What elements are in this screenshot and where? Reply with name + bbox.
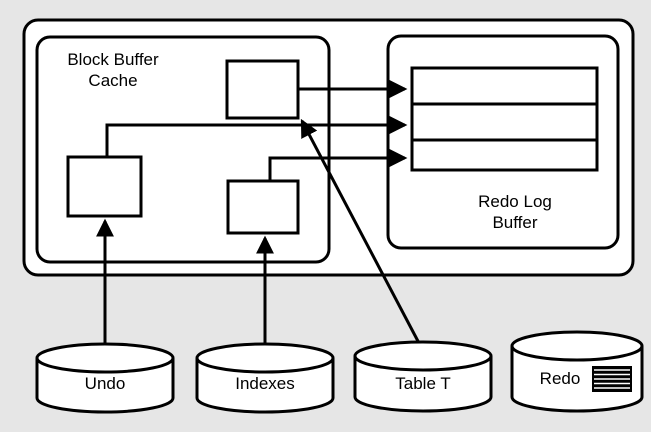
- log-file-icon: [592, 366, 632, 392]
- redo-log-buffer-entries: [410, 66, 599, 172]
- block-buffer-cache-label-line1: Block Buffer: [67, 50, 159, 69]
- redo-log-entry: [410, 66, 599, 172]
- index-block-to-redo-arrow: [268, 149, 408, 181]
- redo-cylinder: [510, 330, 644, 413]
- indexes-cylinder: [195, 342, 335, 414]
- block-buffer-cache-label: Block Buffer Cache: [58, 49, 168, 91]
- table-block: [225, 59, 300, 120]
- redo-log-buffer-label-line1: Redo Log: [478, 192, 552, 211]
- table-datafile-label: Table T: [395, 374, 451, 393]
- indexes-datafile-label: Indexes: [235, 374, 295, 393]
- table-cylinder: [353, 340, 493, 413]
- redo-log-buffer-label-line2: Buffer: [492, 213, 538, 232]
- undo-block: [66, 155, 143, 218]
- table-to-cache-arrow: [300, 118, 422, 346]
- index-block: [226, 179, 300, 235]
- redo-datafile-label: Redo: [539, 369, 581, 388]
- redo-log-buffer-label: Redo Log Buffer: [460, 191, 570, 233]
- block-buffer-cache-label-line2: Cache: [88, 71, 138, 90]
- undo-datafile-label: Undo: [84, 374, 126, 393]
- undo-cylinder: [35, 342, 175, 414]
